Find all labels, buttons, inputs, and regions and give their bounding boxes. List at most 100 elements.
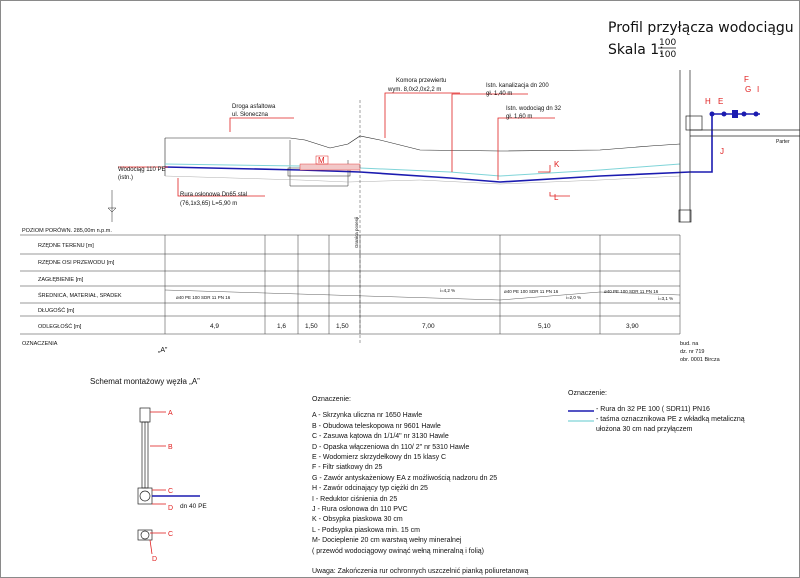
row-label-terrain: RZĘDNE TERENU [m] bbox=[38, 243, 94, 249]
legend-tape-text-1: - taśma oznacznikowa PE z wkładką metali… bbox=[596, 416, 745, 423]
fitting-G bbox=[741, 111, 747, 117]
bud-3: obr. 0001 Bircza bbox=[680, 357, 721, 363]
row-label-marks: OZNACZENIA bbox=[22, 341, 58, 347]
fitting-H bbox=[709, 111, 715, 117]
fitting-I bbox=[753, 111, 759, 117]
callout-lines bbox=[118, 92, 555, 197]
callout-casing-1: Rura osłonowa Dn65 stal bbox=[180, 192, 247, 198]
letter-L: L bbox=[554, 193, 559, 202]
legend-item: K - Obsypka piaskowa 30 cm bbox=[312, 516, 403, 524]
callout-sewer-1: Istn. kanalizacja dn 200 bbox=[486, 83, 549, 89]
distance-5: 7,00 bbox=[422, 323, 435, 330]
distance-3: 1,50 bbox=[305, 323, 318, 330]
legend-item: E - Wodomierz skrzydełkowy dn 15 klasy C bbox=[312, 454, 447, 462]
letter-H: H bbox=[705, 97, 711, 106]
slope-1: i=4,2 % bbox=[440, 288, 455, 293]
letter-I: I bbox=[757, 85, 759, 94]
callout-water-2: gł. 1,60 m bbox=[506, 114, 532, 120]
letter-M: M bbox=[318, 156, 325, 165]
pipe-text-1: ø40 PE 100 SDR 11 PN 16 bbox=[176, 295, 231, 300]
fittings-group bbox=[709, 110, 759, 118]
callout-chamber-2: wym. 8,0x2,0x2,2 m bbox=[387, 87, 441, 93]
legend-item: G - Zawór antyskażeniowy EA z możliwości… bbox=[312, 474, 498, 482]
slope-3: i=3,1 % bbox=[658, 296, 673, 301]
callout-sewer-2: gł. 1,40 m bbox=[486, 91, 512, 97]
detail-letter-A: A bbox=[168, 410, 173, 417]
legend-pipe-text: - Rura dn 32 PE 100 ( SDR11) PN16 bbox=[596, 406, 710, 413]
letter-G: G bbox=[745, 85, 751, 94]
scale-denominator: 100 bbox=[659, 50, 677, 60]
bud-2: dz. nr 719 bbox=[680, 349, 704, 355]
scale-numerator: 100 bbox=[659, 38, 677, 48]
letter-F: F bbox=[744, 75, 749, 84]
callout-chamber-1: Komora przewiertu bbox=[396, 78, 446, 84]
fitting-E bbox=[721, 111, 727, 117]
elevation-marker bbox=[107, 190, 117, 222]
distance-2: 1,6 bbox=[277, 323, 286, 330]
fitting-F bbox=[732, 110, 738, 118]
scale-label: Skala 1: bbox=[608, 42, 664, 58]
detail-letter-C: C bbox=[168, 488, 173, 495]
distance-7: 3,90 bbox=[626, 323, 639, 330]
letter-K: K bbox=[554, 160, 560, 169]
detail-letter-B: B bbox=[168, 444, 173, 451]
distance-4: 1,50 bbox=[336, 323, 349, 330]
letter-E: E bbox=[718, 97, 723, 106]
property-boundary-label: Granica posesji bbox=[354, 217, 359, 248]
distance-6: 5,10 bbox=[538, 323, 551, 330]
callout-main-2: (istn.) bbox=[118, 175, 133, 181]
mark-A: „A” bbox=[158, 347, 168, 354]
legend-item: D - Opaska włączeniowa dn 110/ 2" nr 531… bbox=[312, 443, 470, 451]
components-heading: Oznaczenie: bbox=[312, 396, 351, 403]
ground-profile bbox=[164, 135, 681, 187]
detail-letter-D: D bbox=[168, 505, 173, 512]
legend-note: Uwaga: Zakończenia rur ochronnych uszcze… bbox=[312, 568, 529, 576]
insulation-M bbox=[299, 163, 361, 171]
lines-heading: Oznaczenie: bbox=[568, 390, 607, 397]
pipe-text-3: ø40 PE 100 SDR 11 PN 16 bbox=[604, 289, 659, 294]
detail-letter-C2: C bbox=[168, 531, 173, 538]
legend-tape-text-2: ułożona 30 cm nad przyłączem bbox=[596, 426, 693, 433]
label-parter: Parter bbox=[776, 139, 790, 145]
legend-item: B - Obudowa teleskopowa nr 9601 Hawle bbox=[312, 422, 441, 430]
callout-main-1: Wodociąg 110 PE bbox=[118, 167, 165, 173]
warning-tape-line bbox=[164, 163, 681, 177]
legend-item: F - Filtr siatkowy dn 25 bbox=[312, 464, 383, 472]
profile-table-grid bbox=[20, 234, 681, 335]
lines-legend: Oznaczenie: bbox=[568, 389, 607, 399]
table-datum: POZIOM PORÓWN. 285,00m n.p.m. bbox=[22, 227, 112, 234]
components-legend: Oznaczenie: A - Skrzynka uliczna nr 1650… bbox=[312, 395, 528, 578]
drawing-title: Profil przyłącza wodociągu bbox=[608, 20, 794, 36]
detail-assembly bbox=[137, 407, 200, 541]
row-label-length: DŁUGOŚĆ [m] bbox=[38, 306, 75, 314]
legend-item: ( przewód wodociągowy owinąć wełną miner… bbox=[312, 547, 484, 555]
legend-item: A - Skrzynka uliczna nr 1650 Hawle bbox=[312, 412, 423, 420]
callout-water-1: Istn. wodociąg dn 32 bbox=[506, 106, 562, 112]
detail-letter-D2: D bbox=[152, 556, 157, 563]
legend-item: I - Reduktor ciśnienia dn 25 bbox=[312, 495, 398, 503]
detail-title: Schemat montażowy węzła „A” bbox=[90, 377, 200, 386]
water-pipe-line bbox=[164, 113, 760, 183]
callout-road-1: Droga asfaltowa bbox=[232, 104, 276, 110]
callout-casing-2: (76,1x3,65) L=5,90 m bbox=[180, 201, 237, 207]
distance-1: 4,9 bbox=[210, 323, 219, 330]
slope-2: i=2,0 % bbox=[566, 295, 581, 300]
detail-callouts bbox=[149, 411, 166, 555]
legend-item: C - Zasuwa kątowa dn 1/1/4" nr 3130 Hawl… bbox=[312, 433, 449, 441]
building bbox=[678, 70, 800, 223]
row-label-diameter: ŚREDNICA, MATERIAŁ, SPADEK bbox=[38, 291, 122, 299]
letter-callouts: M K L J H E F G I bbox=[315, 75, 759, 202]
pipe-text-2: ø40 PE 100 SDR 11 PN 16 bbox=[504, 289, 559, 294]
legend-item: L - Podsypka piaskowa min. 15 cm bbox=[312, 526, 420, 534]
legend-item: H - Zawór odcinający typ ciężki dn 25 bbox=[312, 485, 428, 493]
callout-road-2: ul. Słoneczna bbox=[232, 112, 269, 118]
detail-dn-label: dn 40 PE bbox=[180, 503, 207, 510]
legend-item: M- Docieplenie 20 cm warstwą wełny miner… bbox=[312, 537, 462, 545]
row-label-distance: ODLEGŁOŚĆ [m] bbox=[38, 322, 82, 330]
letter-J: J bbox=[720, 147, 724, 156]
row-label-axis: RZĘDNE OSI PRZEWODU [m] bbox=[38, 260, 115, 266]
legend-item: J - Rura osłonowa dn 110 PVC bbox=[312, 506, 408, 514]
row-label-depth: ZAGŁĘBIENIE [m] bbox=[38, 277, 84, 283]
bud-1: bud. na bbox=[680, 341, 699, 347]
